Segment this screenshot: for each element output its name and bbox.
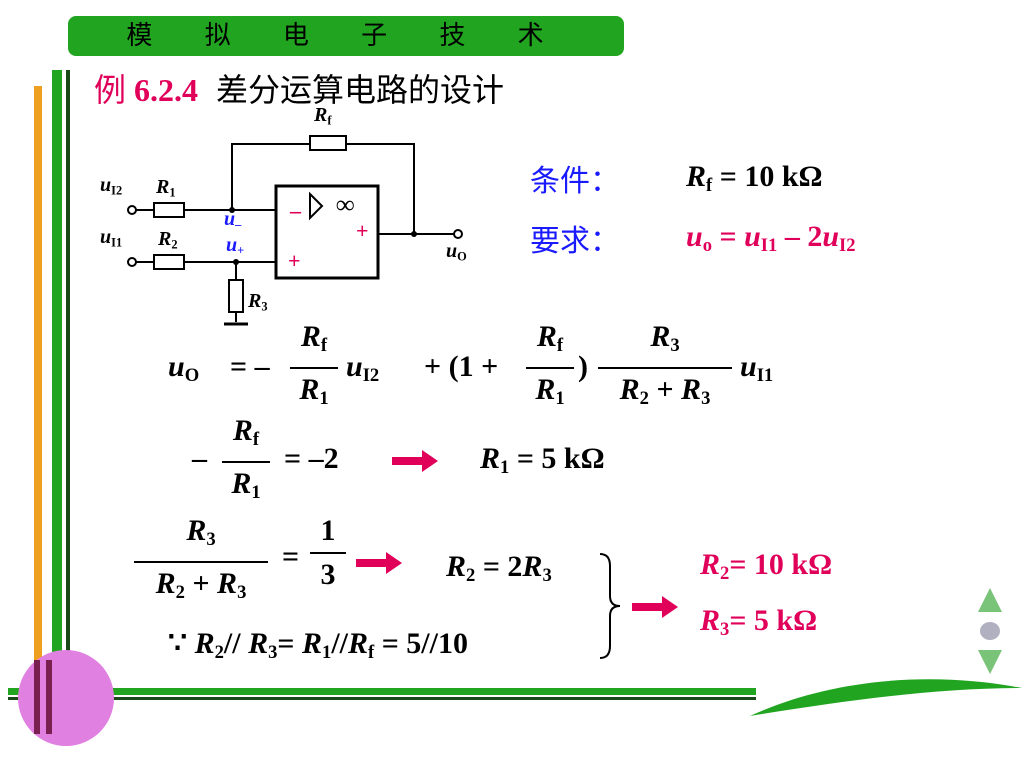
condition-label: 条件： [530, 164, 620, 199]
decorative-circle-mark [46, 660, 52, 734]
arrow-right-icon [632, 596, 678, 618]
label-R1: R1 [156, 176, 176, 200]
nav-down-icon[interactable] [978, 650, 1002, 674]
eq4-because: ∵ R2// R3= R1//Rf = 5//10 [168, 627, 468, 664]
page-header-title: 模 拟 电 子 技 术 [126, 21, 566, 51]
decorative-circle [18, 650, 114, 746]
eq2-frac-num: Rf [232, 414, 260, 451]
eq1-frac3-den: R2 + R3 [619, 373, 711, 410]
condition-rf: Rf = 10 kΩ [686, 160, 823, 197]
eq3-frac-num: R3 [186, 514, 216, 551]
eq1-frac-r3: R3 R2 + R3 [598, 318, 732, 418]
opamp-infinity: ∞ [336, 190, 355, 219]
label-R3: R3 [248, 290, 268, 314]
arrow-right-icon [356, 552, 402, 574]
nav-up-icon[interactable] [978, 588, 1002, 612]
result-r3: R3= 5 kΩ [700, 604, 818, 641]
eq1-plus-open: + (1 + [424, 350, 499, 383]
left-green-bar [52, 70, 62, 684]
eq2-result: R1 = 5 kΩ [480, 442, 605, 479]
eq1-close: ) [578, 350, 588, 383]
eq1-u-i1: uI1 [740, 350, 774, 387]
eq2-minus: – [192, 442, 207, 475]
label-Rf: Rf [314, 104, 332, 128]
opamp-out-plus: + [356, 218, 369, 243]
example-prefix: 例 [94, 71, 127, 109]
eq1-frac3-num: R3 [650, 320, 680, 357]
eq3-frac: R3 R2 + R3 [134, 512, 268, 612]
circuit-diagram [127, 135, 463, 326]
title-bar [68, 16, 624, 56]
eq1-frac1-num: Rf [300, 320, 328, 357]
label-uminus: u– [224, 208, 242, 232]
eq1-frac-rf-r1: Rf R1 [290, 318, 338, 418]
eq3-r2-2r3: R2 = 2R3 [446, 550, 552, 587]
left-dark-bar [66, 70, 70, 684]
decorative-circle-mark [34, 660, 40, 734]
opamp-plus: + [288, 248, 301, 273]
label-uI1: uI1 [100, 226, 123, 250]
bottom-dark-bar [8, 697, 756, 700]
label-R2: R2 [158, 228, 178, 252]
eq1-frac2-num: Rf [536, 320, 564, 357]
eq3-frac-den: R2 + R3 [155, 567, 247, 604]
eq1-frac1-den: R1 [299, 373, 329, 410]
result-r2: R2= 10 kΩ [700, 548, 833, 585]
requirement-formula: uo = uI1 – 2uI2 [686, 220, 856, 257]
eq2-frac: Rf R1 [222, 412, 270, 512]
example-number: 6.2.4 [134, 72, 199, 108]
decorative-leaf [750, 679, 1022, 716]
requirement-label: 要求： [530, 224, 620, 259]
example-title: 例 6.2.4 差分运算电路的设计 [94, 70, 504, 110]
example-heading: 差分运算电路的设计 [216, 71, 505, 109]
eq2-rhs: = –2 [284, 442, 339, 475]
eq1-equals-minus: = – [230, 350, 270, 383]
eq1-uO: uO [168, 350, 200, 387]
eq2-frac-den: R1 [231, 467, 261, 504]
eq3-equals: = [282, 540, 300, 573]
eq1-u-i2: uI2 [346, 350, 380, 387]
arrow-right-icon [392, 450, 438, 472]
bottom-green-bar [8, 688, 756, 695]
eq1-frac2-den: R1 [535, 373, 565, 410]
label-uplus: u+ [226, 234, 245, 258]
nav-home-icon[interactable] [980, 622, 1000, 640]
right-brace [599, 553, 621, 659]
eq3-one-third: 1 3 [310, 512, 346, 594]
label-uI2: uI2 [100, 174, 123, 198]
label-uO: uO [446, 240, 467, 264]
opamp-minus: – [290, 198, 301, 223]
eq1-frac-rf-r1-b: Rf R1 [526, 318, 574, 418]
left-orange-bar [34, 86, 42, 684]
